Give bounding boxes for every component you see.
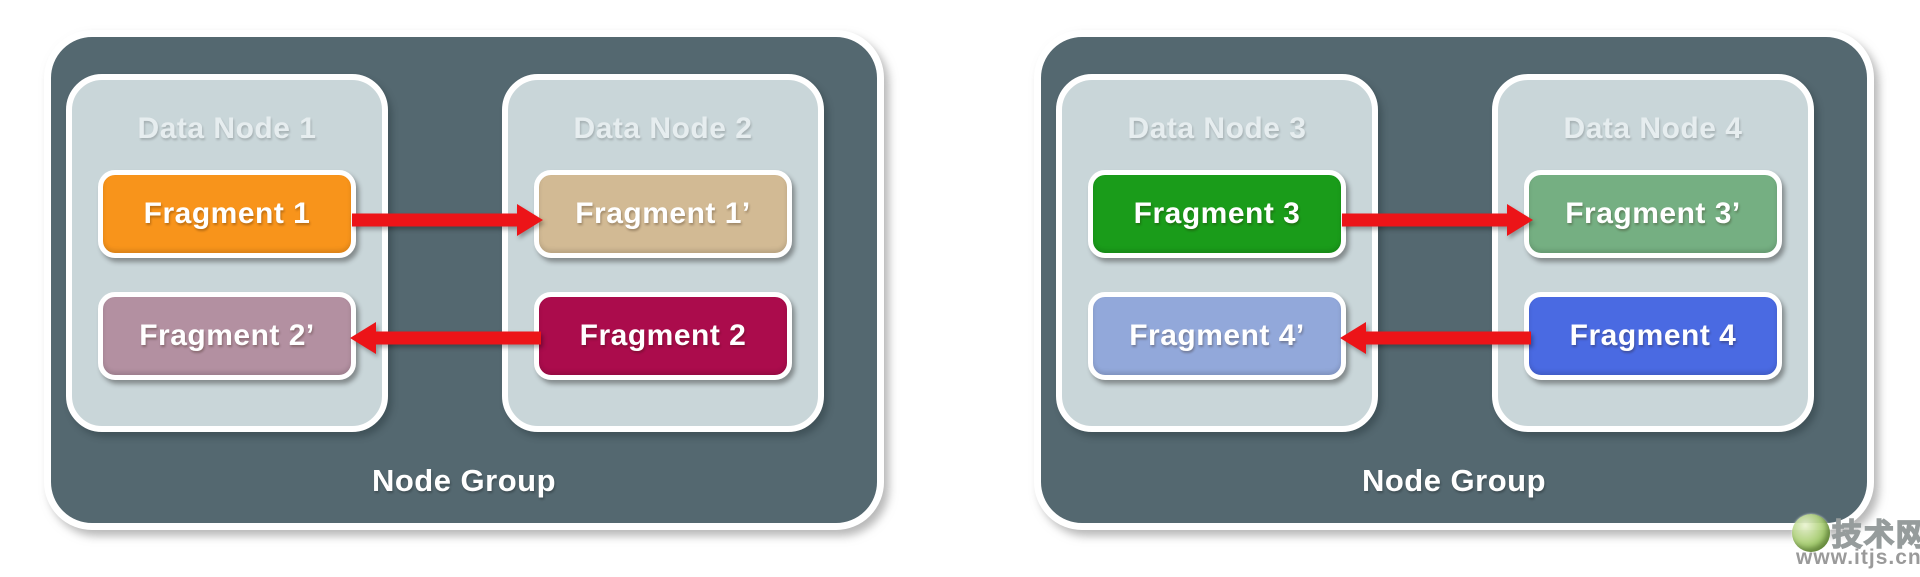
fragment-2-label: Fragment 2 [579, 319, 747, 352]
watermark: 技术网 www.itjs.cn [1782, 502, 1920, 577]
fragment-4-replica-label: Fragment 4’ [1129, 319, 1305, 352]
fragment-2: Fragment 2 [534, 292, 792, 380]
fragment-1: Fragment 1 [98, 170, 356, 258]
fragment-3: Fragment 3 [1088, 170, 1346, 258]
fragment-3-replica-label: Fragment 3’ [1565, 197, 1741, 230]
watermark-site-name: 技术网 [1831, 518, 1920, 553]
fragment-2-replica-label: Fragment 2’ [139, 319, 315, 352]
green-globe-icon [1792, 514, 1830, 552]
data-node-4-title: Data Node 4 [1563, 112, 1743, 145]
fragment-3-label: Fragment 3 [1133, 197, 1301, 230]
node-group-2-label: Node Group [1361, 463, 1547, 498]
fragment-2-replica: Fragment 2’ [98, 292, 356, 380]
data-node-3-title: Data Node 3 [1127, 112, 1307, 145]
fragment-4-label: Fragment 4 [1569, 319, 1737, 352]
fragment-1-label: Fragment 1 [143, 197, 311, 230]
fragment-1-replica-label: Fragment 1’ [575, 197, 751, 230]
fragment-1-replica: Fragment 1’ [534, 170, 792, 258]
data-node-1-title: Data Node 1 [137, 112, 317, 145]
data-node-2-title: Data Node 2 [573, 112, 753, 145]
data-node-2: Data Node 2 Fragment 1’ Fragment 2 [502, 74, 824, 432]
watermark-site-url: www.itjs.cn [1796, 546, 1920, 569]
node-group-2: Data Node 3 Fragment 3 Fragment 4’ Data … [1034, 30, 1874, 530]
node-group-1: Data Node 1 Fragment 1 Fragment 2’ Data … [44, 30, 884, 530]
fragment-3-replica: Fragment 3’ [1524, 170, 1782, 258]
data-node-1: Data Node 1 Fragment 1 Fragment 2’ [66, 74, 388, 432]
data-node-3: Data Node 3 Fragment 3 Fragment 4’ [1056, 74, 1378, 432]
fragment-4-replica: Fragment 4’ [1088, 292, 1346, 380]
node-group-1-label: Node Group [371, 463, 557, 498]
fragment-4: Fragment 4 [1524, 292, 1782, 380]
data-node-4: Data Node 4 Fragment 3’ Fragment 4 [1492, 74, 1814, 432]
